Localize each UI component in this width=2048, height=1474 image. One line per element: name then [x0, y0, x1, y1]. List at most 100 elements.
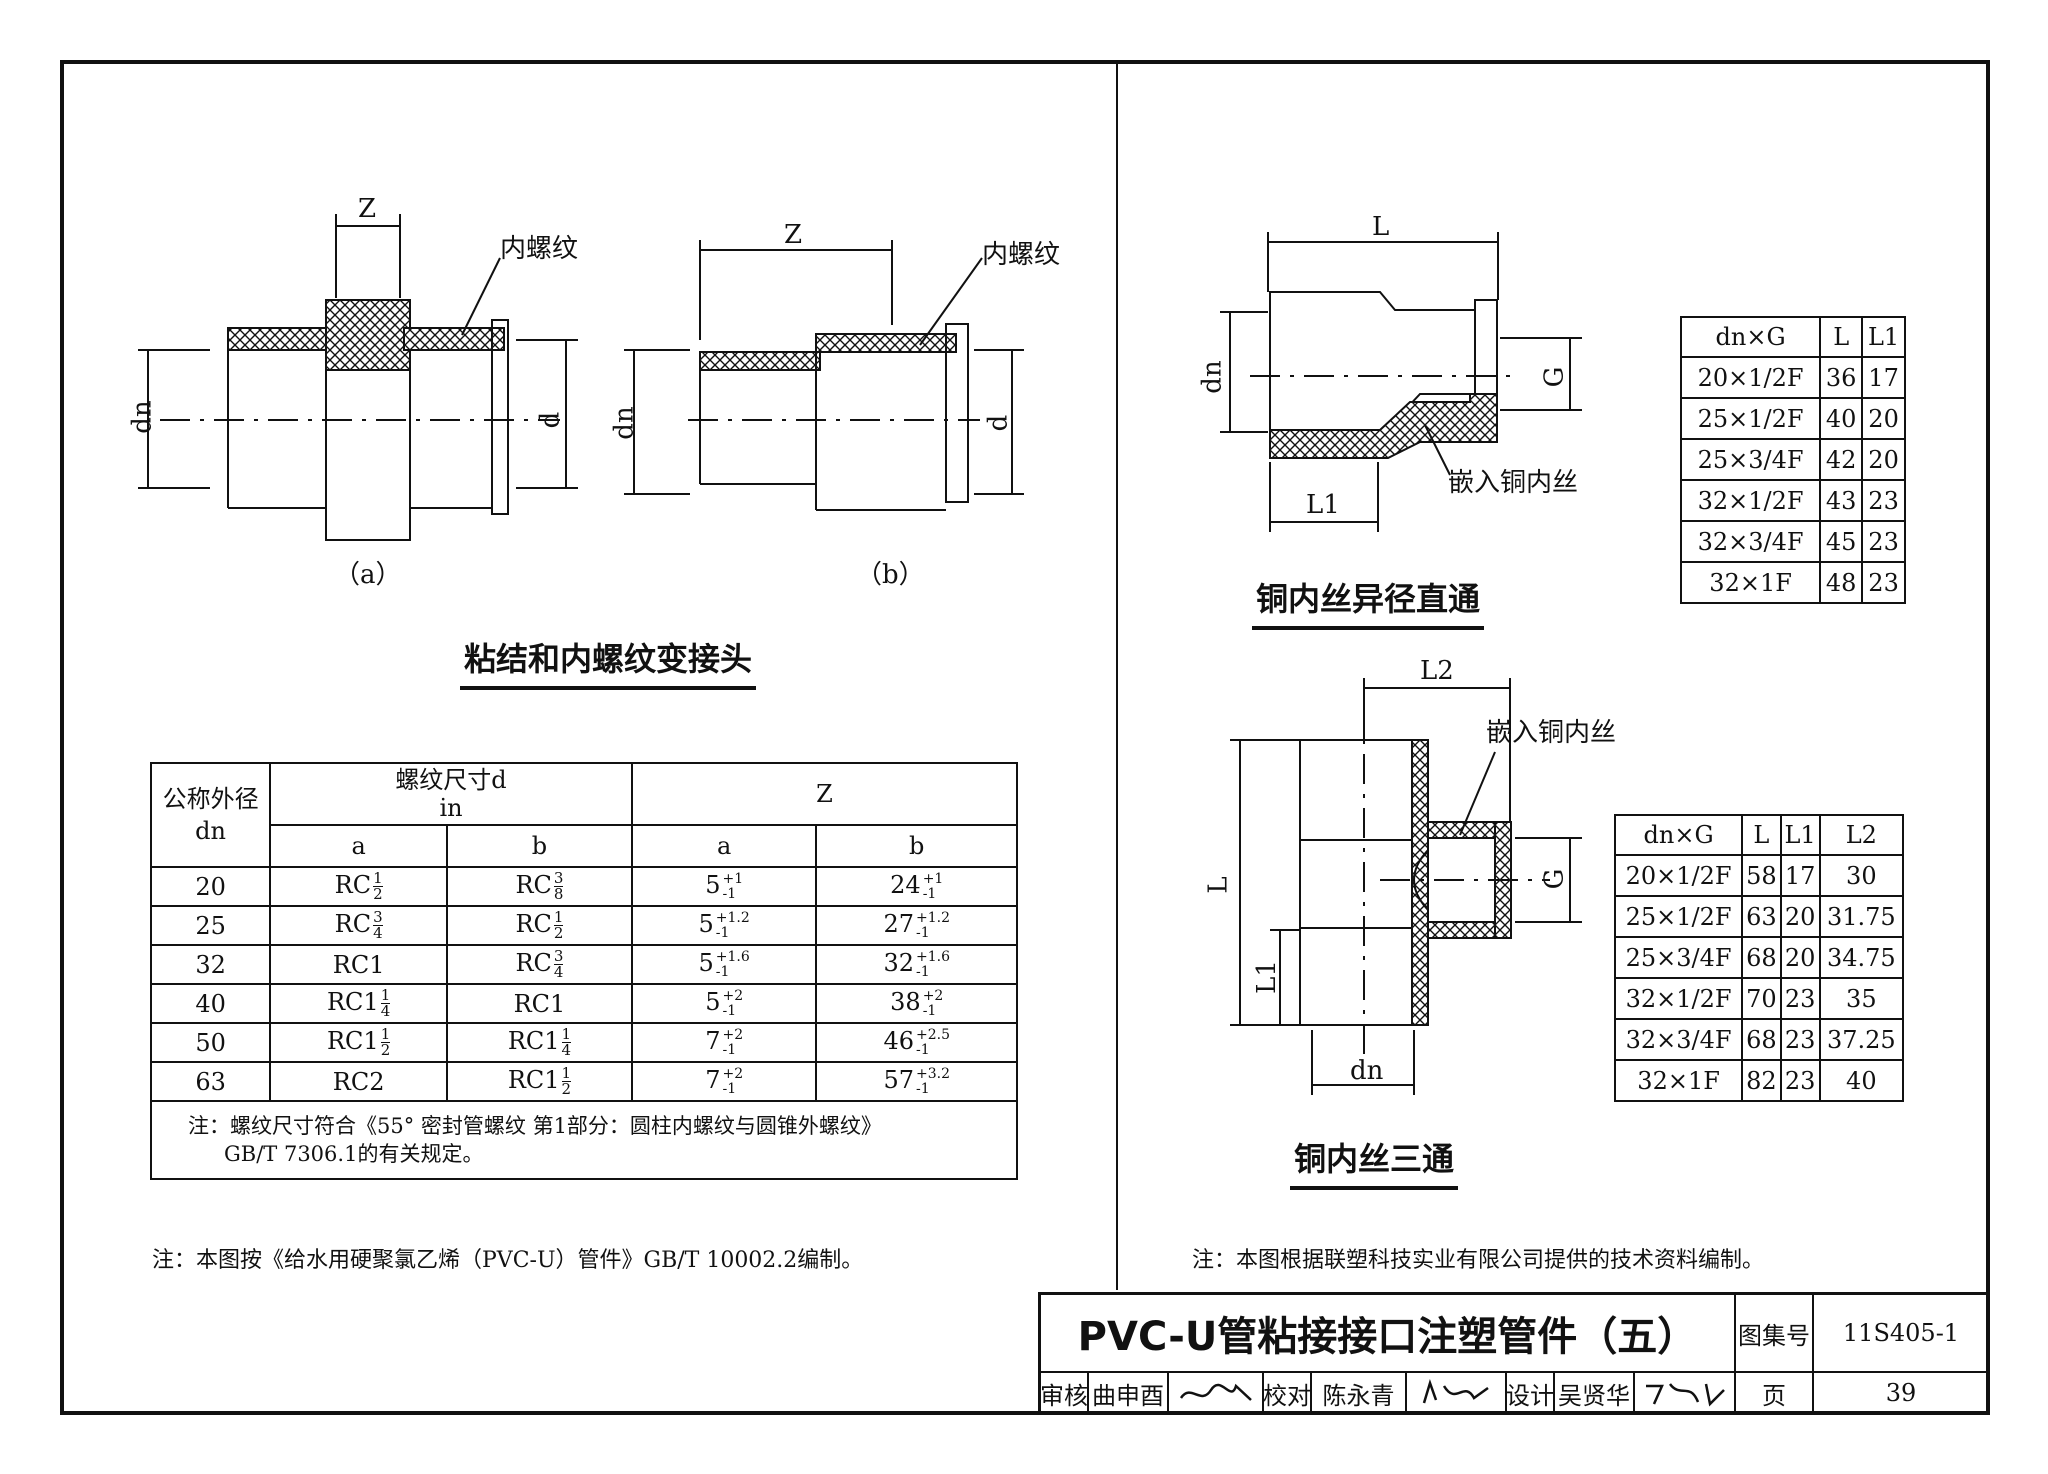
reducer-header: L1: [1861, 316, 1906, 358]
z-tolerance: +1.2-1: [916, 910, 950, 941]
tee-cell: 25×1/2F: [1613, 895, 1744, 938]
col-nominal: 公称外径: [162, 785, 259, 813]
tee-L-label: L: [1203, 876, 1234, 894]
reducer-insert-label: 嵌入铜内丝: [1448, 468, 1579, 498]
tee-L1-label: L1: [1251, 960, 1282, 994]
row-dn: 32: [149, 944, 272, 985]
thread-size-b: RC1: [446, 983, 633, 1024]
tee-cell: 20: [1779, 936, 1821, 979]
fraction-num: 3: [553, 947, 564, 965]
z-value-zb: 46+2.5-1: [815, 1022, 1018, 1063]
tee-cell: 32×1/2F: [1613, 977, 1744, 1020]
reducer-cell: 23: [1861, 561, 1906, 604]
fig-b-caption: （b）: [856, 560, 925, 590]
tol-upper: +2: [722, 1065, 744, 1082]
tee-cell: 20: [1779, 895, 1821, 938]
z-value-zb: 38+2-1: [815, 983, 1018, 1024]
col-thread-unit: in: [439, 794, 463, 822]
fraction-den: 4: [561, 1041, 572, 1059]
reducer-cell: 43: [1819, 479, 1864, 522]
thread-base: RC1: [326, 1027, 379, 1055]
reducer-cell: 23: [1861, 479, 1906, 522]
tee-cell: 35: [1818, 977, 1905, 1020]
z-base: 5: [705, 871, 721, 900]
fig-a-thread-label: 内螺纹: [500, 234, 579, 264]
thread-base: RC2: [332, 1067, 385, 1096]
tol-upper: +1.2: [715, 909, 750, 926]
thread-base: RC1: [507, 1066, 560, 1094]
title-block: PVC-U管粘接接口注塑管件（五） 图集号 11S405-1 审核 曲申酉 校对…: [1038, 1292, 1990, 1415]
z-base: 57: [883, 1066, 914, 1095]
tee-cell: 23: [1779, 1018, 1821, 1061]
z-base: 27: [883, 910, 914, 939]
reducer-cell: 42: [1819, 438, 1864, 481]
review-name: 曲申酉: [1089, 1373, 1169, 1415]
thread-base: RC1: [507, 1027, 560, 1055]
reducer-cell: 25×1/2F: [1679, 397, 1822, 440]
tee-L2-label: L2: [1420, 656, 1454, 686]
review-label: 审核: [1040, 1373, 1089, 1415]
tol-lower: -1: [922, 885, 937, 902]
page-no: 39: [1814, 1373, 1990, 1415]
fraction-num: 3: [553, 869, 564, 887]
z-base: 5: [698, 949, 714, 978]
tee-cell: 40: [1818, 1059, 1905, 1102]
tee-dn-label: dn: [1350, 1056, 1384, 1086]
row-dn: 40: [149, 983, 272, 1024]
review-signature: [1169, 1373, 1264, 1415]
tol-lower: -1: [722, 1080, 737, 1097]
z-base: 7: [705, 1066, 721, 1095]
reducer-cell: 20: [1861, 397, 1906, 440]
z-value-zb: 57+3.2-1: [815, 1061, 1018, 1102]
tee-cell: 23: [1779, 977, 1821, 1020]
reducer-G-label: G: [1539, 366, 1570, 388]
row-dn: 20: [149, 866, 272, 907]
tol-lower: -1: [916, 1041, 930, 1058]
reducer-cell: 40: [1819, 397, 1864, 440]
z-value-za: 5+1-1: [630, 866, 818, 907]
z-base: 5: [705, 988, 721, 1017]
row-dn: 50: [149, 1022, 272, 1063]
thread-base: RC1: [332, 950, 385, 979]
reducer-drawing: [1220, 232, 1582, 532]
left-note: 注：本图按《给水用硬聚氯乙烯（PVC-U）管件》GB/T 10002.2编制。: [152, 1248, 864, 1273]
fig-b-z-label: Z: [784, 220, 803, 250]
check-name: 陈永青: [1312, 1373, 1407, 1415]
fraction-num: 1: [380, 1025, 391, 1043]
fraction-num: 1: [553, 908, 564, 926]
row-dn: 63: [149, 1061, 272, 1102]
fig-a-d-label: d: [535, 411, 566, 429]
z-value-za: 5+1.6-1: [630, 944, 818, 985]
tee-cell: 58: [1741, 854, 1782, 897]
tee-cell: 32×3/4F: [1613, 1018, 1744, 1061]
tee-caption: 铜内丝三通: [1290, 1134, 1459, 1190]
tol-lower: -1: [722, 1002, 737, 1019]
tee-cell: 68: [1741, 936, 1782, 979]
figure-b-drawing: [624, 240, 1024, 511]
fig-a-caption: （a）: [334, 560, 402, 590]
tee-drawing: [1230, 678, 1582, 1095]
reducer-dn-label: dn: [1197, 360, 1228, 394]
design-name: 吴贤华: [1555, 1373, 1635, 1415]
